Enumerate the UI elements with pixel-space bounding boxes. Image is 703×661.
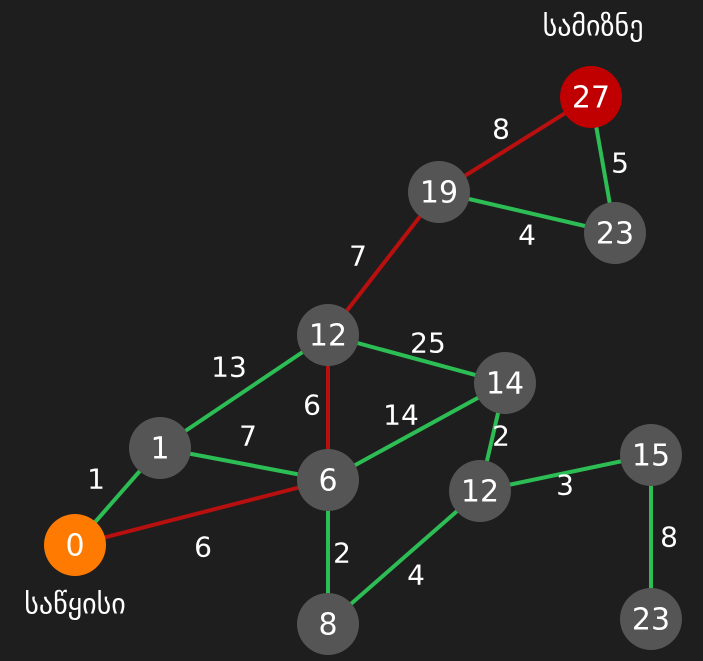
node-value-i: 23: [632, 603, 670, 638]
node-c: 12: [297, 304, 359, 366]
node-b: 6: [297, 449, 359, 511]
edge-b-f: [327, 381, 506, 482]
edge-g-j: [326, 489, 482, 626]
node-g: 12: [449, 460, 511, 522]
edge-weight-b-j: 2: [333, 537, 351, 570]
node-a: 1: [129, 417, 191, 479]
node-value-e: 23: [596, 217, 634, 252]
edge-weight-b-f: 14: [383, 399, 419, 432]
node-value-f: 14: [486, 367, 524, 402]
node-circle-h: [620, 424, 682, 486]
node-f: 14: [474, 352, 536, 414]
node-circle-j: [297, 593, 359, 655]
node-end: 27: [560, 66, 622, 128]
edge-weight-g-j: 4: [407, 559, 425, 592]
edge-weight-b-c: 6: [303, 389, 321, 422]
node-e: 23: [584, 202, 646, 264]
node-circle-a: [129, 417, 191, 479]
node-value-c: 12: [309, 319, 347, 354]
edge-a-c: [158, 333, 330, 450]
node-i: 23: [620, 588, 682, 650]
node-circle-end: [560, 66, 622, 128]
edge-weight-h-i: 8: [660, 521, 678, 554]
node-start: 0: [44, 514, 106, 576]
node-circle-b: [297, 449, 359, 511]
node-h: 15: [620, 424, 682, 486]
edge-weight-c-f: 25: [410, 327, 446, 360]
edge-weight-a-c: 13: [211, 351, 247, 384]
node-value-end: 27: [572, 81, 610, 116]
end-caption: სამიზნე: [543, 10, 644, 43]
node-d: 19: [408, 161, 470, 223]
node-circle-e: [584, 202, 646, 264]
edge-weight-start-a: 1: [87, 463, 105, 496]
start-caption: საწყისი: [24, 588, 125, 621]
node-value-b: 6: [318, 464, 337, 499]
node-circle-f: [474, 352, 536, 414]
node-value-d: 19: [420, 176, 458, 211]
edge-weight-f-g: 2: [492, 420, 510, 453]
node-value-start: 0: [65, 529, 84, 564]
node-value-g: 12: [461, 475, 499, 510]
edge-weight-start-b: 6: [194, 531, 212, 564]
edge-weight-d-e: 4: [518, 219, 536, 252]
edge-weight-c-d: 7: [349, 240, 367, 273]
node-circle-i: [620, 588, 682, 650]
edges-layer: [73, 95, 653, 626]
node-value-j: 8: [318, 608, 337, 643]
node-j: 8: [297, 593, 359, 655]
edge-weight-d-end: 8: [492, 113, 510, 146]
node-circle-g: [449, 460, 511, 522]
node-circle-start: [44, 514, 106, 576]
edge-weight-end-e: 5: [611, 147, 629, 180]
node-value-a: 1: [150, 432, 169, 467]
node-value-h: 15: [632, 439, 670, 474]
edge-weight-a-b: 7: [239, 420, 257, 453]
edge-weight-g-h: 3: [556, 469, 574, 502]
node-circle-c: [297, 304, 359, 366]
node-circle-d: [408, 161, 470, 223]
edge-start-b: [74, 478, 329, 547]
